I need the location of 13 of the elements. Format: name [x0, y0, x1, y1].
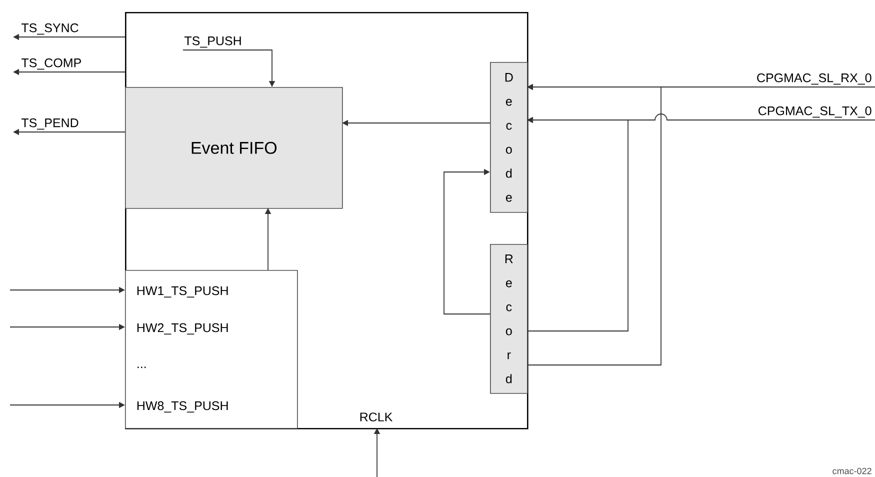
signal-label: CPGMAC_SL_TX_0: [756, 105, 873, 119]
signal-label: CPGMAC_SL_RX_0: [755, 72, 873, 86]
signal-label: TS_PEND: [20, 117, 80, 131]
fifo-box: Event FIFO: [125, 87, 343, 209]
record-box: R e c o r d: [490, 244, 528, 394]
arrow: [444, 168, 490, 314]
decode-box: D e c o d e: [490, 62, 528, 213]
input-box: HW1_TS_PUSH HW2_TS_PUSH ... HW8_TS_PUSH: [125, 270, 298, 429]
figure-id: cmac-022: [832, 468, 872, 474]
signal-label: RCLK: [358, 412, 394, 422]
signal-label: TS_SYNC: [20, 22, 80, 36]
signal-label: TS_PUSH: [183, 35, 243, 49]
signal-label: TS_COMP: [20, 57, 83, 71]
